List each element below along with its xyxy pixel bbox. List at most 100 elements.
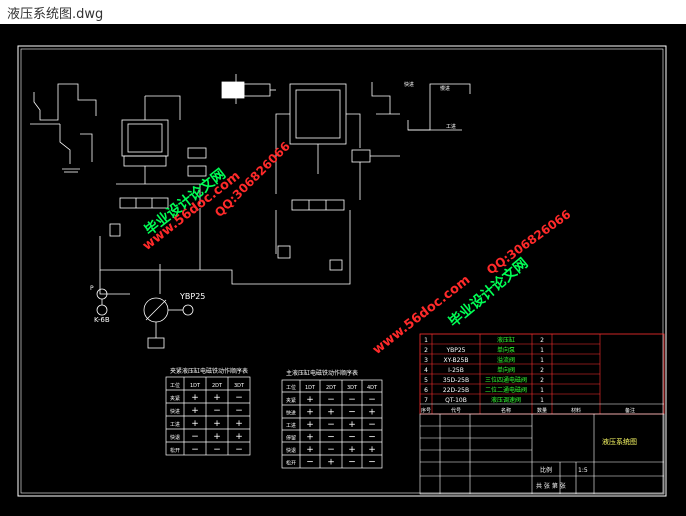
table-right-cell: +	[348, 445, 356, 455]
table-left-cell: 工进	[170, 421, 180, 428]
table-right-cell: −	[327, 445, 335, 455]
parts-list-cell: 溢流阀	[497, 356, 515, 364]
table-left-header: 2DT	[212, 383, 223, 389]
table-left-cell: +	[191, 419, 199, 429]
table-left-cell: 快进	[170, 408, 180, 415]
table-right-cell: +	[348, 420, 356, 430]
table-left-cell: +	[191, 406, 199, 416]
table-left-cell: −	[235, 406, 243, 416]
hydraulic-piping	[99, 155, 400, 295]
parts-list-cell: 7	[424, 397, 428, 404]
table-right-cell: 快退	[286, 447, 296, 454]
table-right-cell: −	[348, 395, 356, 405]
parts-list-cell: YBP25	[445, 347, 465, 354]
p-label: P	[90, 285, 94, 292]
table-right-cell: −	[327, 395, 335, 405]
parts-list-cell: 单向阀	[497, 366, 515, 374]
table-right-cell: +	[368, 445, 376, 455]
table-right-title: 主液压缸电磁铁动作顺序表	[286, 369, 358, 377]
fast-in-label: 快进	[404, 81, 414, 88]
table-right-cell: −	[348, 433, 356, 443]
table-left-cell: +	[213, 432, 221, 442]
parts-list-header: 数量	[537, 407, 547, 414]
table-right-cell: +	[306, 395, 314, 405]
cad-drawing-canvas[interactable]: 夹紧液压缸电磁铁动作顺序表 主液压缸电磁铁动作顺序表 工位 1DT 2DT 3DT 夹紧…	[0, 24, 686, 516]
table-left-cell: +	[191, 393, 199, 403]
parts-list-cell: 1	[540, 357, 544, 364]
table-right-header: 1DT	[305, 385, 316, 391]
table-right-cell: 工进	[286, 422, 296, 429]
parts-list-cell: QT-10B	[445, 397, 467, 404]
parts-list-cell: 二位二通电磁阀	[485, 386, 527, 394]
table-right-cell: −	[327, 420, 335, 430]
table-right-cell: +	[306, 445, 314, 455]
table-right-cell: −	[368, 458, 376, 468]
parts-list-cell: 2	[540, 377, 544, 384]
parts-list-cell: 单向泵	[497, 346, 515, 354]
parts-list-cell: 液压缸	[497, 336, 515, 344]
drawing-frame-inner	[20, 48, 664, 494]
parts-list-cell: 22D-25B	[443, 387, 469, 394]
table-right-cell: +	[306, 420, 314, 430]
table-right-cell: 停留	[286, 435, 296, 442]
table-left-cell: 松开	[170, 447, 180, 454]
slow-label: 慢进	[440, 85, 450, 92]
table-left-cell: 夹紧	[170, 395, 180, 402]
left-cylinder-assembly	[116, 95, 201, 204]
table-right-cell: 快进	[286, 410, 296, 417]
table-right-cell: +	[327, 408, 335, 418]
action-table-left-grid	[165, 376, 251, 456]
parts-list-cell: 1	[540, 347, 544, 354]
title-block-sheet: 共 张 第 张	[536, 482, 566, 490]
tool-motion-diagram	[371, 82, 471, 131]
action-table-right-grid	[281, 379, 383, 469]
parts-list-cell: 2	[540, 367, 544, 374]
parts-list-header: 代号	[451, 407, 461, 414]
parts-list-header: 名称	[501, 407, 511, 414]
work-in-label: 工进	[446, 123, 456, 130]
table-right-header: 4DT	[367, 385, 378, 391]
table-right-cell: −	[306, 458, 314, 468]
table-right-cell: +	[306, 433, 314, 443]
parts-list-cell: 液压调速阀	[491, 396, 521, 404]
parts-list-cell: 35D-25B	[443, 377, 469, 384]
parts-list-cell: 3	[424, 357, 428, 364]
parts-list-header: 序号	[421, 407, 431, 414]
parts-list-cell: 1	[540, 397, 544, 404]
table-left-cell: +	[235, 432, 243, 442]
title-block-scale-label: 比例	[540, 466, 552, 474]
pump-assembly	[96, 288, 194, 349]
parts-list-cell: 三位四通电磁阀	[485, 376, 527, 384]
table-right-header: 工位	[286, 384, 296, 391]
table-right-cell: −	[368, 395, 376, 405]
limit-switch-graph-left	[30, 83, 97, 173]
parts-list-grid	[419, 333, 665, 415]
table-left-cell: +	[213, 419, 221, 429]
piston-pictogram	[221, 74, 276, 104]
table-left-cell: +	[213, 393, 221, 403]
table-left-cell: −	[235, 393, 243, 403]
parts-list-cell: 4	[424, 367, 428, 374]
k-label: K-6B	[94, 316, 110, 324]
table-left-cell: −	[191, 432, 199, 442]
right-cylinder-assembly	[275, 83, 361, 194]
title-block-drawing-name: 液压系统图	[602, 437, 637, 446]
drawing-svg: 夹紧液压缸电磁铁动作顺序表 主液压缸电磁铁动作顺序表 工位 1DT 2DT 3DT 夹紧…	[17, 45, 667, 497]
table-left-cell: +	[235, 419, 243, 429]
parts-list-cell: XY-B25B	[444, 357, 469, 364]
table-left-cell: 快退	[170, 434, 180, 441]
window-titlebar: 液压系统图.dwg	[0, 0, 686, 24]
table-left-title: 夹紧液压缸电磁铁动作顺序表	[170, 367, 248, 375]
title-block-scale-value: 1:5	[578, 467, 588, 474]
window-title: 液压系统图.dwg	[7, 7, 104, 22]
table-right-header: 2DT	[326, 385, 337, 391]
table-left-cell: −	[191, 445, 199, 455]
table-left-header: 工位	[170, 382, 180, 389]
table-right-cell: 松开	[286, 460, 296, 467]
table-right-cell: −	[348, 408, 356, 418]
table-right-cell: +	[327, 458, 335, 468]
table-left-header: 3DT	[234, 383, 245, 389]
